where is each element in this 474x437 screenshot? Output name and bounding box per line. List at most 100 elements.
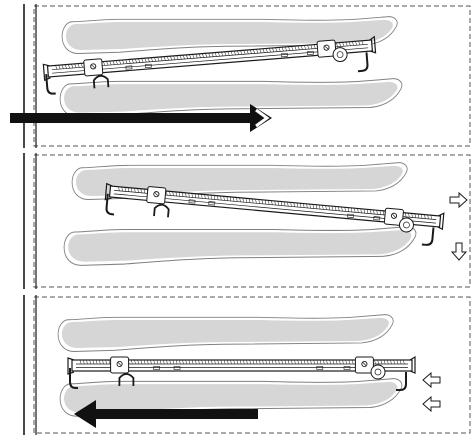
rail-hatch bbox=[176, 55, 179, 60]
rail-hatch bbox=[80, 63, 83, 68]
rail-hatch bbox=[377, 359, 380, 365]
rail-hatch bbox=[194, 193, 197, 198]
rail-hatch bbox=[335, 42, 338, 47]
rail-hatch bbox=[390, 359, 392, 365]
rail-hatch bbox=[338, 206, 340, 211]
rail-hatch bbox=[118, 186, 120, 191]
rail-hatch bbox=[291, 46, 294, 51]
rail-hatch bbox=[332, 359, 335, 365]
rail-hatch bbox=[198, 53, 201, 58]
rail-hatch bbox=[402, 359, 405, 365]
rail-hatch bbox=[159, 359, 162, 365]
rail-hatch bbox=[373, 209, 375, 215]
rail-hatch bbox=[106, 61, 109, 66]
rail-hatch bbox=[240, 50, 243, 55]
rail-hatch bbox=[303, 359, 306, 365]
rail-hatch bbox=[345, 41, 348, 47]
rail-hatch bbox=[82, 359, 85, 365]
rail-hatch bbox=[92, 359, 95, 365]
hook-icon bbox=[105, 193, 115, 216]
telescopic-rail bbox=[67, 355, 416, 391]
rail-hatch bbox=[281, 47, 284, 52]
rail-hatch bbox=[179, 55, 182, 60]
roller-icon bbox=[370, 364, 386, 380]
rail-hatch bbox=[143, 359, 146, 365]
rail-slot bbox=[306, 50, 314, 56]
rail-hatch bbox=[293, 202, 295, 207]
rail-hatch bbox=[169, 359, 172, 365]
rail-hatch bbox=[326, 359, 328, 365]
hook-icon bbox=[357, 52, 369, 73]
rail-hatch bbox=[363, 209, 365, 214]
rail-hatch bbox=[268, 200, 270, 205]
rail-hatch bbox=[178, 359, 181, 365]
rail-hatch bbox=[315, 204, 318, 209]
roller-hub bbox=[403, 221, 410, 229]
rail-hatch bbox=[150, 57, 153, 62]
rail-hatch bbox=[396, 359, 399, 365]
rear-end-bracket bbox=[369, 35, 377, 54]
rail-hatch bbox=[351, 41, 354, 46]
rail-hatch bbox=[357, 208, 359, 213]
rail-hatch bbox=[271, 200, 273, 205]
rail-hatch bbox=[217, 195, 219, 200]
rail-hatch bbox=[210, 195, 213, 200]
rail-hatch bbox=[255, 199, 257, 204]
rear-end-bracket bbox=[437, 212, 445, 231]
telescopic-rail bbox=[104, 182, 445, 246]
rail-hatch bbox=[331, 206, 334, 211]
rail-hatch bbox=[197, 193, 200, 199]
rail-slot bbox=[173, 366, 181, 370]
rail-hatch bbox=[249, 359, 252, 365]
rail-hatch bbox=[275, 47, 278, 52]
rail-hatch bbox=[290, 202, 292, 207]
rail-hatch bbox=[355, 41, 358, 46]
rail-hatch bbox=[310, 44, 313, 49]
rail-hatch bbox=[223, 196, 225, 201]
rail-hatch bbox=[175, 359, 178, 365]
rail-hatch bbox=[284, 46, 287, 51]
rail-hatch bbox=[278, 359, 280, 365]
rail-hatch bbox=[140, 359, 143, 365]
rail-hatch bbox=[246, 49, 249, 55]
rail-hatch bbox=[325, 205, 327, 210]
rail-hatch bbox=[172, 359, 175, 365]
rail-hatch bbox=[138, 58, 141, 63]
rail-hatch bbox=[313, 359, 316, 365]
rail-hatch bbox=[207, 359, 210, 365]
rail-hatch bbox=[339, 42, 342, 47]
rail-hatch bbox=[328, 205, 330, 211]
rail-hatch bbox=[134, 359, 136, 365]
rail-hatch bbox=[249, 49, 252, 54]
rail-slot bbox=[280, 52, 288, 58]
rail-hatch bbox=[135, 58, 137, 63]
rail-hatch bbox=[370, 209, 372, 214]
rail-hatch bbox=[173, 55, 176, 60]
rail-hatch bbox=[192, 54, 195, 59]
rail-hatch bbox=[255, 359, 258, 365]
rail-hatch bbox=[284, 359, 287, 365]
panel-frame bbox=[33, 296, 471, 434]
rail-hatch bbox=[386, 359, 389, 365]
rail-slot bbox=[125, 65, 133, 70]
front-clip bbox=[118, 373, 135, 386]
outline-arrow-icon bbox=[451, 242, 467, 261]
rail-hatch bbox=[112, 60, 115, 65]
panel-frame bbox=[33, 5, 471, 147]
rail-hatch bbox=[393, 359, 396, 365]
rail-hatch bbox=[414, 213, 416, 218]
thick-arrow-icon bbox=[74, 400, 258, 428]
hook-icon bbox=[421, 227, 435, 246]
rail-hatch bbox=[128, 59, 131, 64]
front-clip bbox=[92, 74, 110, 89]
rail-hatch bbox=[268, 359, 271, 365]
rail-hatch bbox=[86, 359, 88, 365]
front-end-bracket bbox=[42, 63, 51, 82]
rail-hatch bbox=[265, 48, 268, 53]
rail-hatch bbox=[344, 207, 346, 212]
rail-hatch bbox=[77, 63, 80, 68]
screw-slot bbox=[324, 46, 329, 50]
rail-hatch bbox=[157, 57, 160, 62]
rail-hatch bbox=[252, 359, 255, 365]
